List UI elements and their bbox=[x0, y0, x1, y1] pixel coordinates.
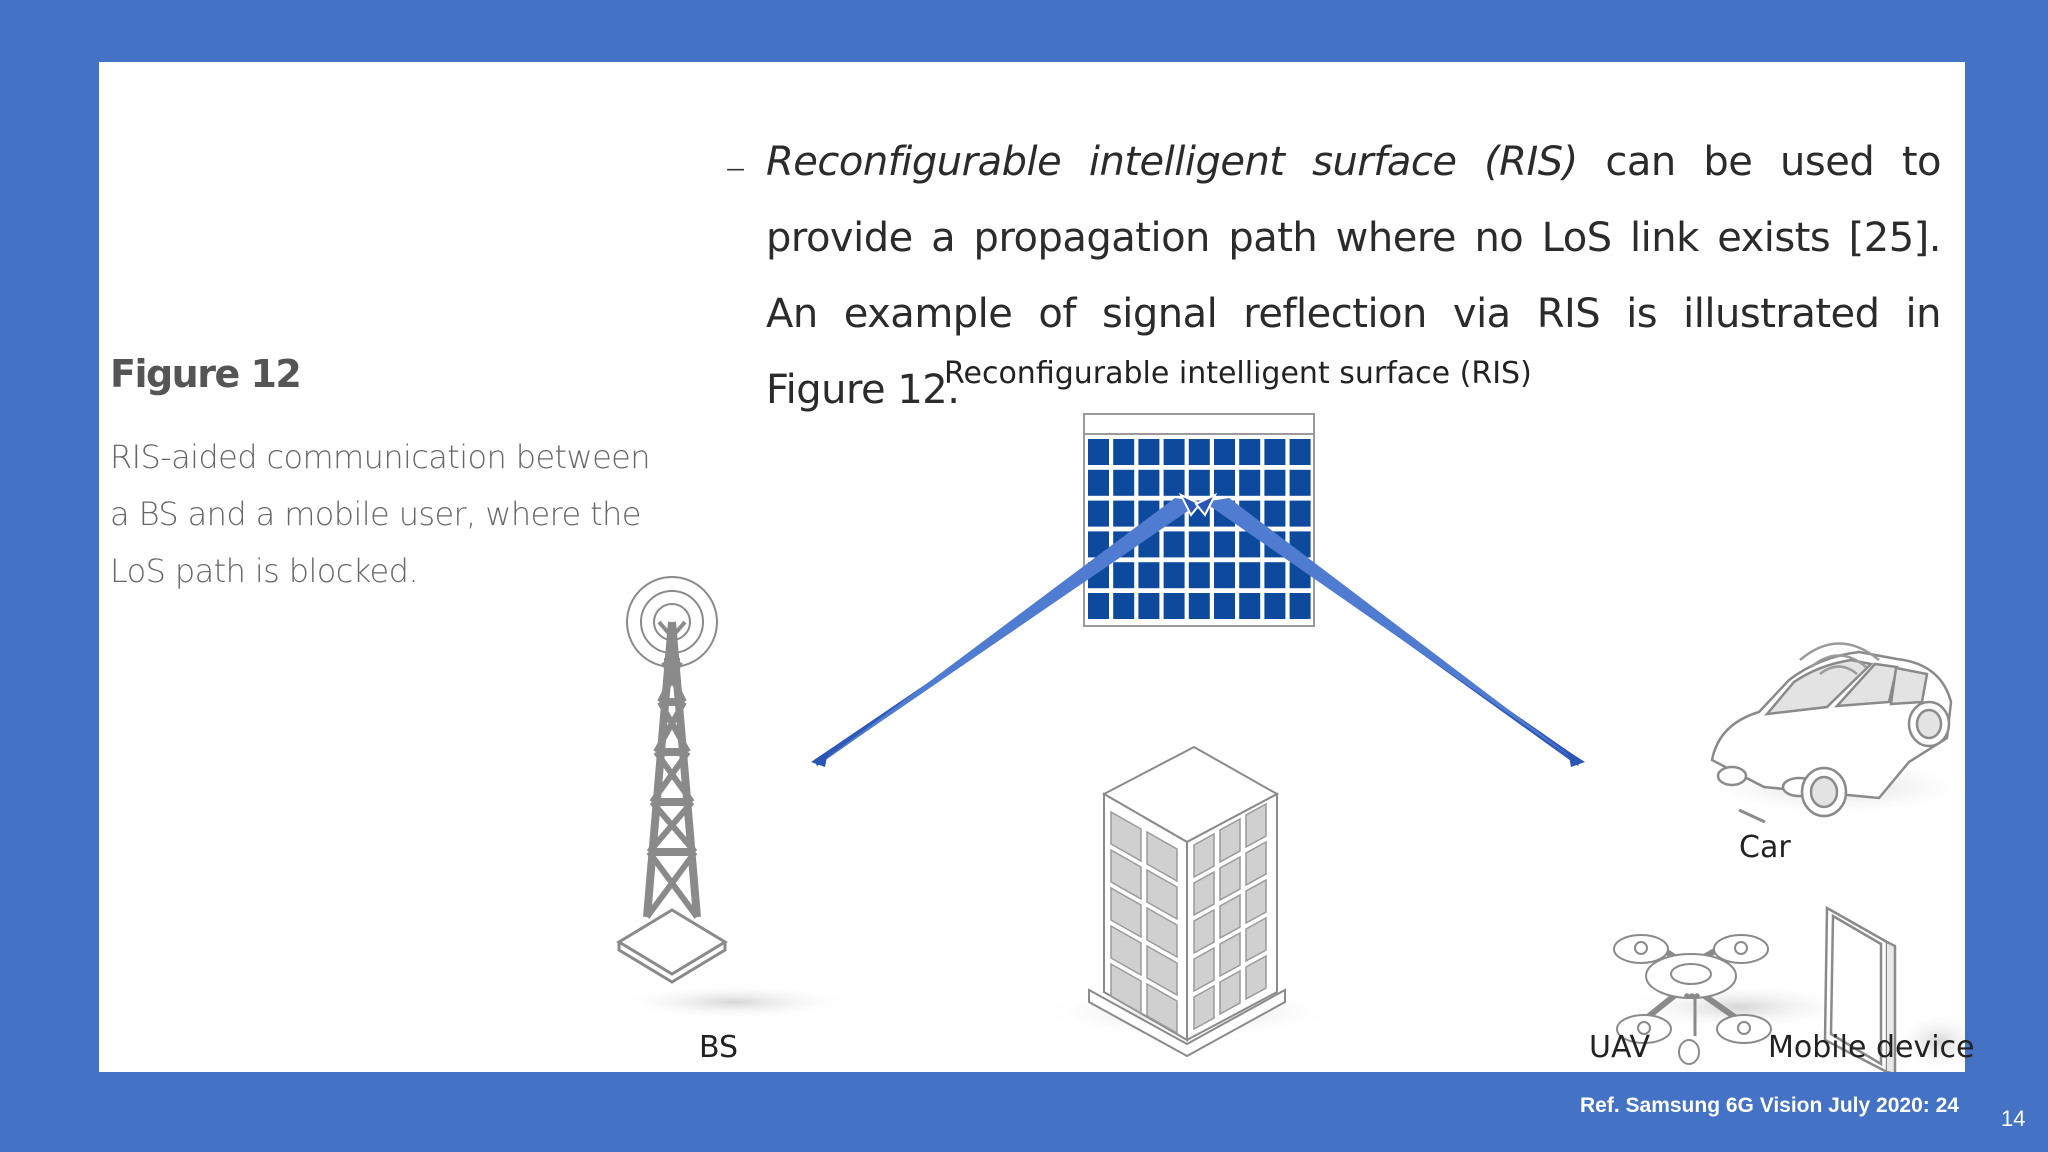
building-window bbox=[1110, 810, 1142, 863]
building-window bbox=[1245, 916, 1267, 963]
building-window bbox=[1193, 908, 1215, 955]
ris-element bbox=[1088, 593, 1109, 619]
wireless-icon bbox=[1799, 642, 1880, 675]
ris-element bbox=[1188, 562, 1210, 589]
building-window bbox=[1193, 946, 1215, 993]
ris-diagram bbox=[614, 413, 1965, 1072]
building-window bbox=[1219, 893, 1241, 940]
ris-element bbox=[1113, 562, 1135, 589]
building-window bbox=[1146, 868, 1178, 921]
ris-element bbox=[1088, 500, 1109, 527]
bs-tower bbox=[614, 576, 854, 1020]
ris-element bbox=[1264, 500, 1286, 527]
ris-element bbox=[1138, 439, 1160, 465]
building-window bbox=[1110, 962, 1142, 1015]
ris-element bbox=[1113, 439, 1135, 465]
mobile-device-label: Mobile device bbox=[1768, 1030, 1975, 1065]
beam-to-car bbox=[1194, 492, 1585, 767]
ris-element bbox=[1113, 469, 1135, 496]
ris-element bbox=[1163, 531, 1185, 558]
ris-element bbox=[1239, 531, 1261, 558]
mobile-device bbox=[1823, 905, 1965, 1072]
ris-element bbox=[1188, 593, 1210, 619]
figure-number: Figure 12 bbox=[110, 352, 302, 396]
building-window bbox=[1245, 840, 1267, 887]
car-label: Car bbox=[1739, 830, 1791, 865]
ris-element bbox=[1163, 562, 1185, 589]
building-window bbox=[1219, 855, 1241, 902]
ris-element bbox=[1188, 439, 1210, 465]
ris-term: Reconfigurable intelligent surface (RIS) bbox=[766, 139, 1578, 185]
uav bbox=[1613, 934, 1859, 1065]
ris-element bbox=[1138, 469, 1160, 496]
building-window bbox=[1110, 848, 1142, 901]
building-window bbox=[1219, 969, 1241, 1016]
ris-element bbox=[1214, 562, 1235, 589]
bullet-dash: – bbox=[725, 142, 746, 191]
ris-element bbox=[1214, 469, 1235, 496]
building-window bbox=[1146, 944, 1178, 997]
ris-element bbox=[1113, 500, 1135, 527]
ris-element bbox=[1264, 469, 1286, 496]
ris-element bbox=[1138, 593, 1160, 619]
ris-element bbox=[1264, 439, 1286, 465]
ris-element bbox=[1239, 469, 1261, 496]
bullet-paragraph: Reconfigurable intelligent surface (RIS)… bbox=[766, 124, 1942, 428]
car bbox=[1697, 650, 1965, 824]
ris-element bbox=[1214, 531, 1235, 558]
building-window bbox=[1146, 830, 1178, 883]
ris-label: Reconfigurable intelligent surface (RIS) bbox=[944, 356, 1532, 391]
ris-element bbox=[1113, 593, 1135, 619]
ris-element bbox=[1264, 562, 1286, 589]
ris-element bbox=[1163, 593, 1185, 619]
ris-element bbox=[1188, 531, 1210, 558]
ris-element bbox=[1239, 562, 1261, 589]
building-window bbox=[1219, 931, 1241, 978]
reference-text: Ref. Samsung 6G Vision July 2020: 24 bbox=[1580, 1094, 1959, 1117]
ris-element bbox=[1214, 593, 1235, 619]
uav-label: UAV bbox=[1589, 1030, 1651, 1065]
page-number: 14 bbox=[2001, 1106, 2026, 1131]
building-window bbox=[1193, 870, 1215, 917]
ris-element bbox=[1163, 439, 1185, 465]
building-window bbox=[1245, 878, 1267, 925]
ris-element bbox=[1138, 562, 1160, 589]
ris-element bbox=[1214, 439, 1235, 465]
ris-element bbox=[1289, 500, 1311, 527]
ris-element bbox=[1163, 469, 1185, 496]
ris-panel bbox=[1083, 413, 1315, 627]
building bbox=[1039, 745, 1339, 1058]
slide-panel: – Reconfigurable intelligent surface (RI… bbox=[99, 62, 1974, 1072]
building-window bbox=[1245, 802, 1267, 849]
ris-element bbox=[1289, 593, 1311, 619]
building-window bbox=[1193, 984, 1215, 1031]
ris-element bbox=[1188, 469, 1210, 496]
ris-element bbox=[1088, 439, 1109, 465]
ris-element bbox=[1289, 439, 1311, 465]
building-window bbox=[1219, 817, 1241, 864]
building-window bbox=[1110, 886, 1142, 939]
ris-element bbox=[1239, 439, 1261, 465]
bs-label: BS bbox=[699, 1030, 739, 1065]
beam-to-bs bbox=[811, 492, 1202, 767]
building-window bbox=[1110, 924, 1142, 977]
ris-element bbox=[1289, 469, 1311, 496]
building-window bbox=[1245, 954, 1267, 1001]
building-window bbox=[1146, 982, 1178, 1035]
ris-element bbox=[1239, 593, 1261, 619]
building-window bbox=[1193, 832, 1215, 879]
ris-element bbox=[1088, 531, 1109, 558]
bullet-text: can be used to provide a propagation pat… bbox=[766, 139, 1942, 413]
building-window bbox=[1146, 906, 1178, 959]
ris-element bbox=[1088, 469, 1109, 496]
figure-caption: RIS-aided communication between a BS and… bbox=[110, 438, 651, 590]
ris-element bbox=[1264, 593, 1286, 619]
